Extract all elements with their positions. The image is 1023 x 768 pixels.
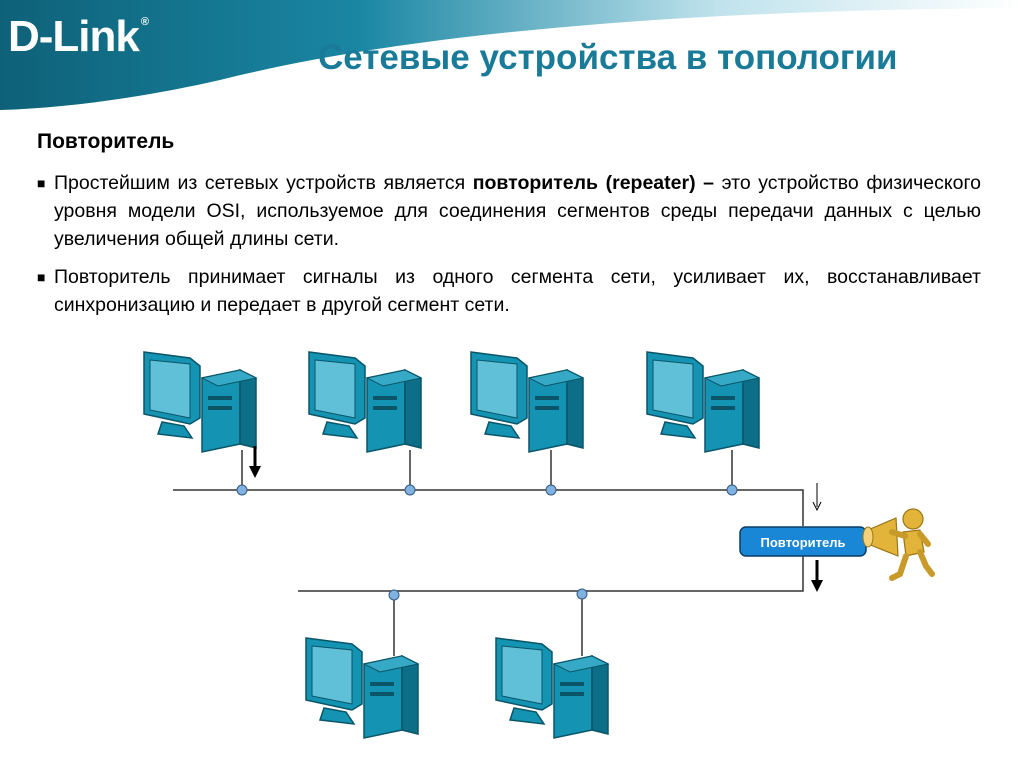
computer-icon [308,351,422,453]
signal-arrow-icon [812,483,822,512]
megaphone-figure-icon [862,508,935,581]
bullet-item: ■ Повторитель принимает сигналы из одног… [37,263,981,319]
computer-icon [646,351,760,453]
network-bus-bottom [298,556,804,592]
bus-node [236,484,248,496]
bullet-list: ■ Простейшим из сетевых устройств являет… [37,169,981,329]
section-heading: Повторитель [37,130,175,153]
bullet-item: ■ Простейшим из сетевых устройств являет… [37,169,981,253]
header-band [0,0,1023,110]
repeater-label: Повторитель [760,535,845,550]
computer-icon [470,351,584,453]
computer-icon [143,351,257,453]
computer-icon [305,637,419,739]
computer-icon [495,637,609,739]
bus-node [576,588,588,600]
page-title: Сетевые устройства в топологии [318,38,898,77]
bus-node [404,484,416,496]
bullet-square-icon: ■ [37,175,46,191]
bus-node [726,484,738,496]
bullet-square-icon: ■ [37,269,46,285]
signal-arrow-icon [247,444,263,480]
signal-arrow-icon [809,558,825,594]
bus-node [545,484,557,496]
network-bus-top [173,489,804,526]
bus-node [388,589,400,601]
dlink-logo: D-Link® [8,12,149,61]
